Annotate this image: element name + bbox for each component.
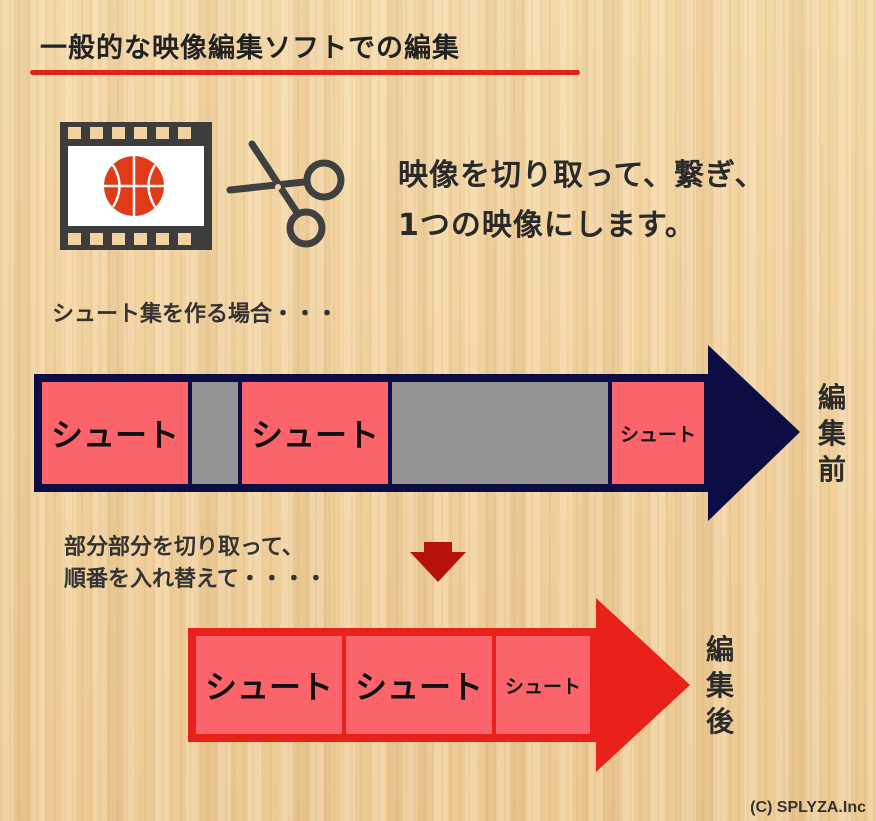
after-segment-1: シュート bbox=[196, 636, 342, 734]
before-note: シュート集を作る場合・・・ bbox=[52, 302, 339, 327]
middle-note-line-1: 部分部分を切り取って、 bbox=[64, 535, 304, 560]
description-line-2: 1つの映像にします。 bbox=[398, 208, 696, 243]
title-underline bbox=[30, 70, 580, 75]
before-label: 編集前 bbox=[817, 381, 846, 486]
before-segment-4 bbox=[392, 382, 608, 484]
after-segment-3: シュート bbox=[496, 636, 590, 734]
before-segment-3: シュート bbox=[242, 382, 388, 484]
middle-note-line-2: 順番を入れ替えて・・・・ bbox=[64, 567, 327, 592]
basketball-icon bbox=[104, 156, 164, 216]
down-arrow-icon bbox=[410, 542, 466, 582]
after-label: 編集後 bbox=[705, 633, 734, 738]
film-strip-icon bbox=[60, 122, 212, 250]
scissors-icon bbox=[226, 140, 345, 248]
after-segment-2: シュート bbox=[346, 636, 492, 734]
before-segment-2 bbox=[192, 382, 238, 484]
before-segment-1: シュート bbox=[42, 382, 188, 484]
description-line-1: 映像を切り取って、繋ぎ、 bbox=[398, 158, 766, 193]
copyright-credit: (C) SPLYZA.Inc bbox=[750, 799, 866, 816]
page-title: 一般的な映像編集ソフトでの編集 bbox=[40, 33, 460, 64]
before-segment-5: シュート bbox=[612, 382, 704, 484]
